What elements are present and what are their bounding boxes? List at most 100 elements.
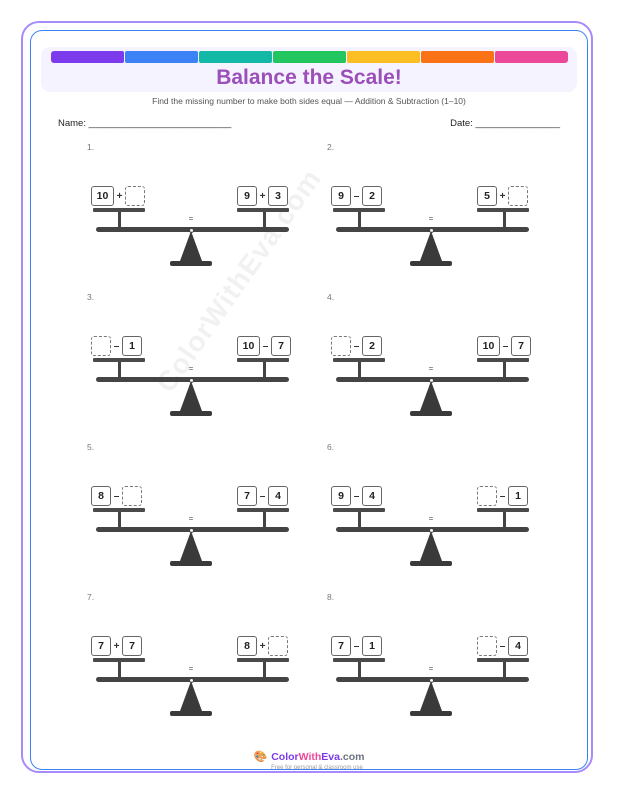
left-operator: – — [353, 490, 360, 502]
problem-card: 5. 8 – 7 – 4 = — [70, 435, 310, 585]
right-post — [263, 512, 266, 529]
scale-base — [410, 711, 452, 716]
fulcrum-triangle — [180, 531, 202, 561]
right-post — [263, 362, 266, 379]
right-operand-a: 9 — [237, 186, 257, 206]
left-post — [118, 362, 121, 379]
left-operand-b: 7 — [122, 636, 142, 656]
right-operator: – — [499, 490, 506, 502]
rainbow-segment — [125, 51, 198, 63]
left-operator: – — [353, 640, 360, 652]
left-operator: – — [113, 340, 120, 352]
name-field[interactable]: Name: ___________________________ — [58, 118, 232, 129]
equals-mark: = — [428, 664, 434, 673]
answer-box[interactable] — [477, 486, 497, 506]
right-post — [503, 212, 506, 229]
scale-base — [170, 261, 212, 266]
answer-box[interactable] — [122, 486, 142, 506]
right-expression: 7 – 4 — [237, 485, 288, 507]
scale-base — [410, 561, 452, 566]
equals-mark: = — [188, 214, 194, 223]
right-operator: – — [502, 340, 509, 352]
right-pan — [237, 658, 289, 662]
right-operand-b: 4 — [268, 486, 288, 506]
problem-card: 7. 7 + 7 8 + = — [70, 585, 310, 735]
problem-number: 4. — [327, 292, 335, 302]
left-operand-a: 10 — [91, 186, 114, 206]
rainbow-bar — [51, 51, 568, 63]
problem-card: 8. 7 – 1 – 4 = — [310, 585, 550, 735]
fulcrum-triangle — [420, 531, 442, 561]
left-post — [118, 212, 121, 229]
problem-number: 2. — [327, 142, 335, 152]
right-operator: – — [259, 490, 266, 502]
fulcrum-triangle — [420, 681, 442, 711]
rainbow-segment — [495, 51, 568, 63]
left-operand-a: 7 — [331, 636, 351, 656]
right-operand-a: 7 — [237, 486, 257, 506]
right-expression: – 1 — [477, 485, 528, 507]
answer-box[interactable] — [268, 636, 288, 656]
right-operator: + — [499, 190, 506, 202]
right-operator: – — [499, 640, 506, 652]
problem-number: 1. — [87, 142, 95, 152]
problem-number: 3. — [87, 292, 95, 302]
left-post — [358, 362, 361, 379]
equals-mark: = — [428, 364, 434, 373]
left-operand-b: 1 — [362, 636, 382, 656]
right-operand-a: 5 — [477, 186, 497, 206]
right-expression: 5 + — [477, 185, 528, 207]
rainbow-segment — [347, 51, 420, 63]
right-post — [263, 212, 266, 229]
left-operand-b: 2 — [362, 336, 382, 356]
right-operand-a: 8 — [237, 636, 257, 656]
right-pan — [477, 208, 529, 212]
left-operand-b: 2 — [362, 186, 382, 206]
problem-number: 7. — [87, 592, 95, 602]
right-post — [503, 662, 506, 679]
left-pan — [93, 358, 145, 362]
fulcrum-triangle — [420, 381, 442, 411]
footer: 🎨 ColorWithEva.com Free for personal & c… — [0, 747, 618, 772]
rainbow-segment — [421, 51, 494, 63]
left-operand-a: 9 — [331, 486, 351, 506]
right-pan — [477, 358, 529, 362]
left-expression: 10 + — [91, 185, 145, 207]
problem-card: 3. – 1 10 – 7 = — [70, 285, 310, 435]
right-expression: 9 + 3 — [237, 185, 288, 207]
equals-mark: = — [188, 664, 194, 673]
right-pan — [477, 658, 529, 662]
left-operand-a: 9 — [331, 186, 351, 206]
answer-box[interactable] — [125, 186, 145, 206]
left-post — [358, 212, 361, 229]
left-operator: – — [353, 340, 360, 352]
left-operand-a: 8 — [91, 486, 111, 506]
left-operator: – — [113, 490, 120, 502]
equals-mark: = — [428, 514, 434, 523]
right-operand-a: 10 — [477, 336, 500, 356]
left-pan — [93, 658, 145, 662]
left-pan — [333, 508, 385, 512]
left-post — [118, 512, 121, 529]
problem-number: 5. — [87, 442, 95, 452]
answer-box[interactable] — [508, 186, 528, 206]
right-post — [503, 362, 506, 379]
date-field[interactable]: Date: ________________ — [450, 118, 560, 129]
equals-mark: = — [428, 214, 434, 223]
left-expression: 8 – — [91, 485, 142, 507]
answer-box[interactable] — [331, 336, 351, 356]
answer-box[interactable] — [91, 336, 111, 356]
left-expression: 7 + 7 — [91, 635, 142, 657]
left-expression: 9 – 4 — [331, 485, 382, 507]
answer-box[interactable] — [477, 636, 497, 656]
left-pan — [333, 208, 385, 212]
right-expression: 10 – 7 — [477, 335, 531, 357]
footer-tagline: Free for personal & classroom use — [271, 765, 363, 771]
right-operand-a: 10 — [237, 336, 260, 356]
left-operand-a: 7 — [91, 636, 111, 656]
right-operator: + — [259, 190, 266, 202]
left-expression: 9 – 2 — [331, 185, 382, 207]
scale-base — [410, 411, 452, 416]
brand-logo[interactable]: 🎨 ColorWithEva.com — [254, 750, 365, 764]
right-operand-b: 1 — [508, 486, 528, 506]
